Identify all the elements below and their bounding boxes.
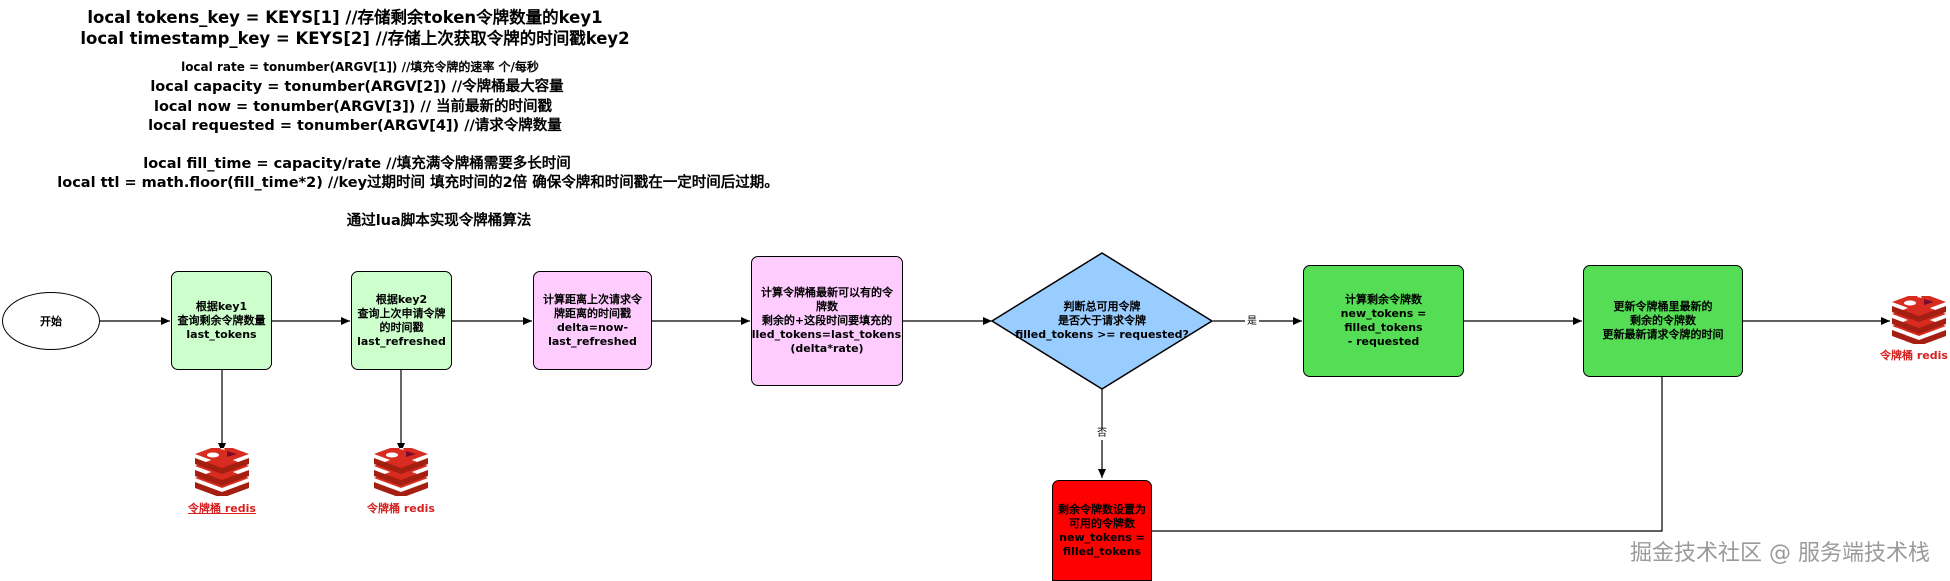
query-key2-node: 根据key2 查询上次申请令牌 的时间戳 last_refreshed bbox=[351, 271, 452, 370]
edge-label-no: 否 bbox=[1095, 428, 1109, 440]
query-key1-node: 根据key1 查询剩余令牌数量 last_tokens bbox=[171, 271, 272, 370]
redis-label-3: 令牌桶 redis bbox=[1880, 349, 1948, 362]
edge-label-yes: 是 bbox=[1245, 316, 1259, 328]
code-line-fill-time: local fill_time = capacity/rate //填充满令牌桶… bbox=[143, 156, 571, 172]
set-available-node: 剩余令牌数设置为 可用的令牌数 new_tokens = filled_toke… bbox=[1052, 480, 1152, 581]
code-line-capacity: local capacity = tonumber(ARGV[2]) //令牌桶… bbox=[150, 79, 564, 95]
code-line-timestamp-key: local timestamp_key = KEYS[2] //存储上次获取令牌… bbox=[80, 29, 630, 48]
redis-icon bbox=[1892, 296, 1946, 344]
code-line-requested: local requested = tonumber(ARGV[4]) //请求… bbox=[148, 118, 562, 134]
start-node: 开始 bbox=[2, 292, 100, 350]
edge-set-to-update bbox=[1152, 342, 1666, 532]
watermark: 掘金技术社区 @ 服务端技术栈 bbox=[1630, 541, 1930, 566]
redis-label-2: 令牌桶 redis bbox=[367, 502, 435, 515]
diagram-caption: 通过lua脚本实现令牌桶算法 bbox=[346, 213, 532, 229]
calc-delta-node: 计算距离上次请求令 牌距离的时间戳 delta=now- last_refres… bbox=[533, 271, 652, 370]
code-line-tokens-key: local tokens_key = KEYS[1] //存储剩余token令牌… bbox=[87, 8, 603, 27]
calc-filled-node: 计算令牌桶最新可以有的令 牌数 剩余的+这段时间要填充的 filled_toke… bbox=[751, 256, 903, 386]
code-line-ttl: local ttl = math.floor(fill_time*2) //ke… bbox=[57, 175, 779, 191]
redis-label-1: 令牌桶 redis bbox=[188, 502, 256, 515]
calc-remaining-node: 计算剩余令牌数 new_tokens = filled_tokens - req… bbox=[1303, 265, 1464, 377]
decision-diamond bbox=[990, 252, 1214, 390]
redis-icon bbox=[374, 448, 428, 496]
code-line-now: local now = tonumber(ARGV[3]) // 当前最新的时间… bbox=[153, 99, 553, 115]
redis-icon bbox=[195, 448, 249, 496]
decision-label: 判断总可用令牌 是否大于请求令牌 filled_tokens >= reques… bbox=[1015, 300, 1189, 341]
code-line-rate: local rate = tonumber(ARGV[1]) //填充令牌的速率… bbox=[181, 60, 539, 74]
update-redis-node: 更新令牌桶里最新的 剩余的令牌数 更新最新请求令牌的时间 bbox=[1583, 265, 1743, 377]
